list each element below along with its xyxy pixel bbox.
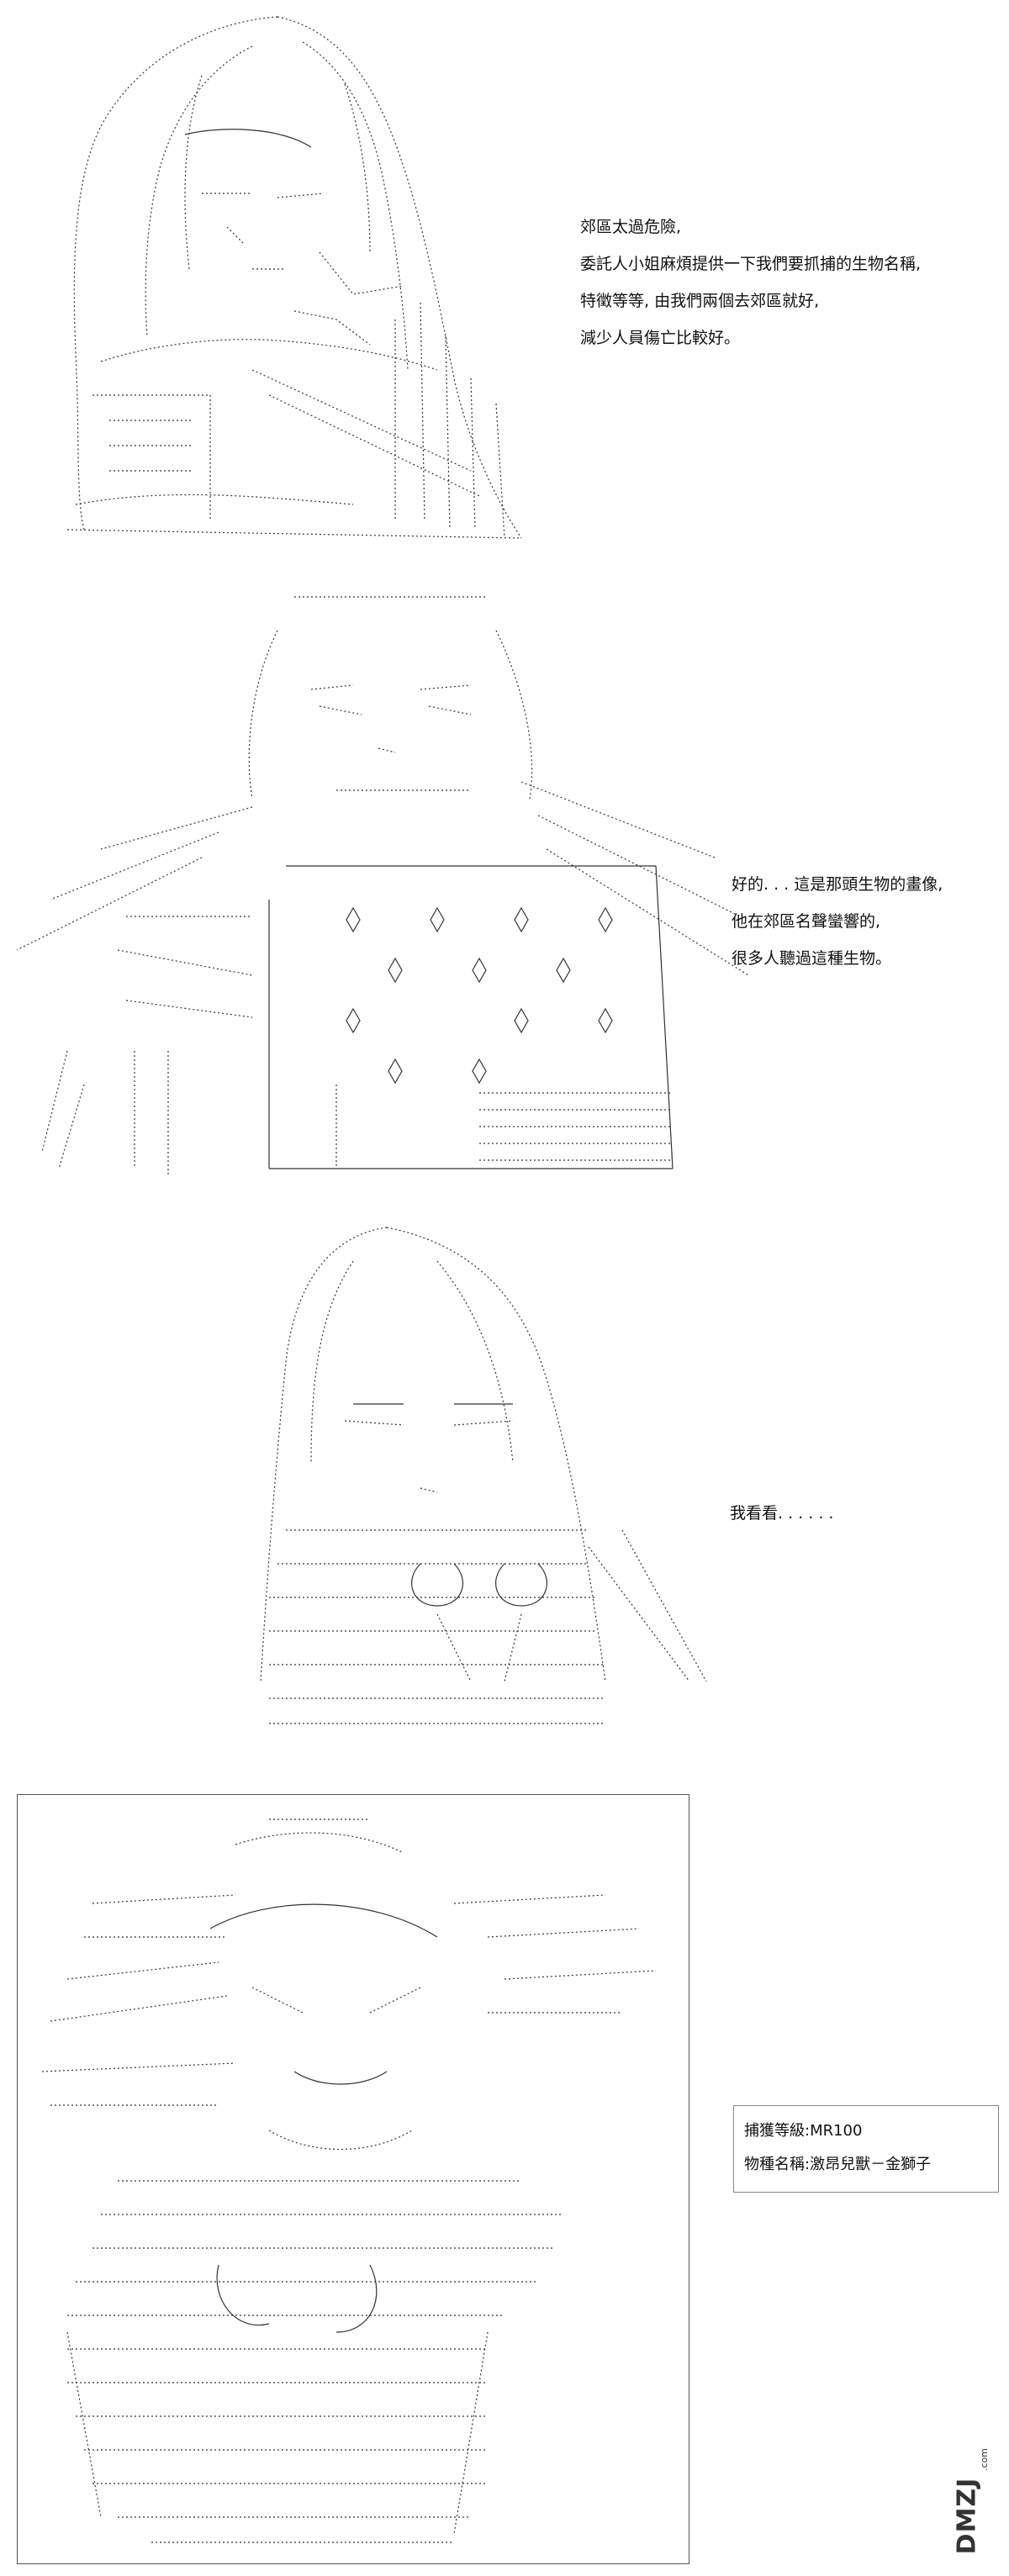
creature-drawing-frame xyxy=(17,1794,689,2564)
panel-1: 郊區太過危險, 委託人小姐麻煩提供一下我們要抓捕的生物名稱, 特徵等等, 由我們… xyxy=(0,0,1009,555)
caption-line: 我看看. . . . . . xyxy=(730,1504,834,1523)
panel-2-ascii-art xyxy=(16,596,749,1177)
watermark-domain: .com xyxy=(979,2448,990,2471)
creature-ascii-art xyxy=(41,1819,657,2543)
panel-2: 好的. . . 這是那頭生物的畫像, 他在郊區名聲蠻響的, 很多人聽過這種生物。 xyxy=(0,580,1009,1202)
panel-2-caption: 好的. . . 這是那頭生物的畫像, 他在郊區名聲蠻響的, 很多人聽過這種生物。 xyxy=(732,866,943,977)
site-watermark: .com DMZJ xyxy=(952,2448,999,2568)
panel-1-caption: 郊區太過危險, 委託人小姐麻煩提供一下我們要抓捕的生物名稱, 特徵等等, 由我們… xyxy=(580,209,921,356)
caption-line: 很多人聽過這種生物。 xyxy=(732,949,892,968)
panel-3-caption: 我看看. . . . . . xyxy=(730,1495,833,1532)
caption-line: 好的. . . 這是那頭生物的畫像, xyxy=(732,875,943,894)
info-box: 捕獲等級:MR100 物種名稱:激昂兒獸－金獅子 xyxy=(733,2105,999,2193)
panel-1-ascii-art xyxy=(66,16,522,539)
caption-line: 減少人員傷亡比較好。 xyxy=(580,329,741,347)
species-name-label: 物種名稱:激昂兒獸－金獅子 xyxy=(744,2156,932,2173)
panel-4 xyxy=(17,1794,689,2564)
caption-line: 特徵等等, 由我們兩個去郊區就好, xyxy=(580,292,820,310)
caption-line: 委託人小姐麻煩提供一下我們要抓捕的生物名稱, xyxy=(580,255,922,273)
caption-line: 他在郊區名聲蠻響的, xyxy=(732,912,881,931)
panel-3-ascii-art xyxy=(260,1227,707,1724)
watermark-logo-text: DMZJ xyxy=(952,2477,982,2555)
panel-3: 我看看. . . . . . xyxy=(0,1211,1009,1749)
capture-level-label: 捕獲等級:MR100 xyxy=(744,2122,863,2140)
caption-line: 郊區太過危險, xyxy=(580,218,682,236)
